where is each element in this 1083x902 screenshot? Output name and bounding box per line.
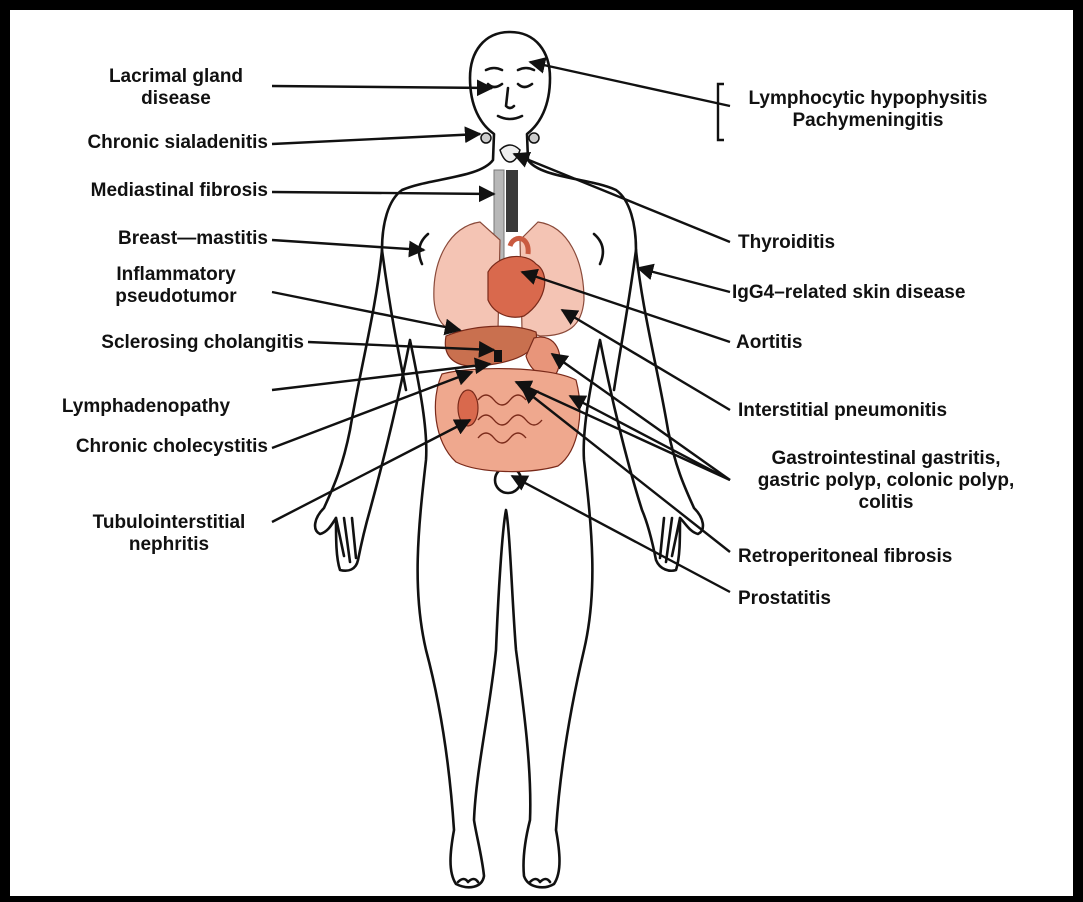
label-pseudotumor-line1: Inflammatory: [80, 264, 272, 286]
label-lacrimal-line1: Lacrimal gland: [80, 66, 272, 88]
label-gi-line3: colitis: [726, 492, 1046, 514]
label-gi-line1: Gastrointestinal gastritis,: [726, 448, 1046, 470]
label-hypophysitis: Lymphocytic hypophysitis Pachymeningitis: [728, 88, 1008, 132]
label-mediastinal-fibrosis: Mediastinal fibrosis: [10, 180, 268, 202]
label-tubulointerstitial-nephritis: Tubulointerstitial nephritis: [66, 512, 272, 556]
liver: [445, 326, 536, 366]
label-sialadenitis: Chronic sialadenitis: [10, 132, 268, 154]
label-lacrimal: Lacrimal gland disease: [80, 66, 272, 110]
label-pachymeningitis: Pachymeningitis: [728, 110, 1008, 132]
intestines: [435, 369, 579, 472]
label-hypophysitis-line1: Lymphocytic hypophysitis: [728, 88, 1008, 110]
label-interstitial-pneumonitis: Interstitial pneumonitis: [738, 400, 947, 422]
label-nephritis-line2: nephritis: [66, 534, 272, 556]
label-breast-mastitis: Breast—mastitis: [10, 228, 268, 250]
label-gastrointestinal: Gastrointestinal gastritis, gastric poly…: [726, 448, 1046, 514]
label-aortitis: Aortitis: [736, 332, 803, 354]
label-chronic-cholecystitis: Chronic cholecystitis: [10, 436, 268, 458]
label-thyroiditis: Thyroiditis: [738, 232, 835, 254]
label-pseudotumor-line2: pseudotumor: [80, 286, 272, 308]
label-lacrimal-line2: disease: [80, 88, 272, 110]
label-lymphadenopathy: Lymphadenopathy: [20, 396, 272, 418]
label-pseudotumor: Inflammatory pseudotumor: [80, 264, 272, 308]
label-prostatitis: Prostatitis: [738, 588, 831, 610]
diagram-canvas: Lacrimal gland disease Chronic sialadeni…: [10, 10, 1073, 896]
label-sclerosing-cholangitis: Sclerosing cholangitis: [10, 332, 304, 354]
label-nephritis-line1: Tubulointerstitial: [66, 512, 272, 534]
label-retroperitoneal-fibrosis: Retroperitoneal fibrosis: [738, 546, 952, 568]
label-skin-disease: IgG4–related skin disease: [732, 282, 965, 304]
label-gi-line2: gastric polyp, colonic polyp,: [726, 470, 1046, 492]
